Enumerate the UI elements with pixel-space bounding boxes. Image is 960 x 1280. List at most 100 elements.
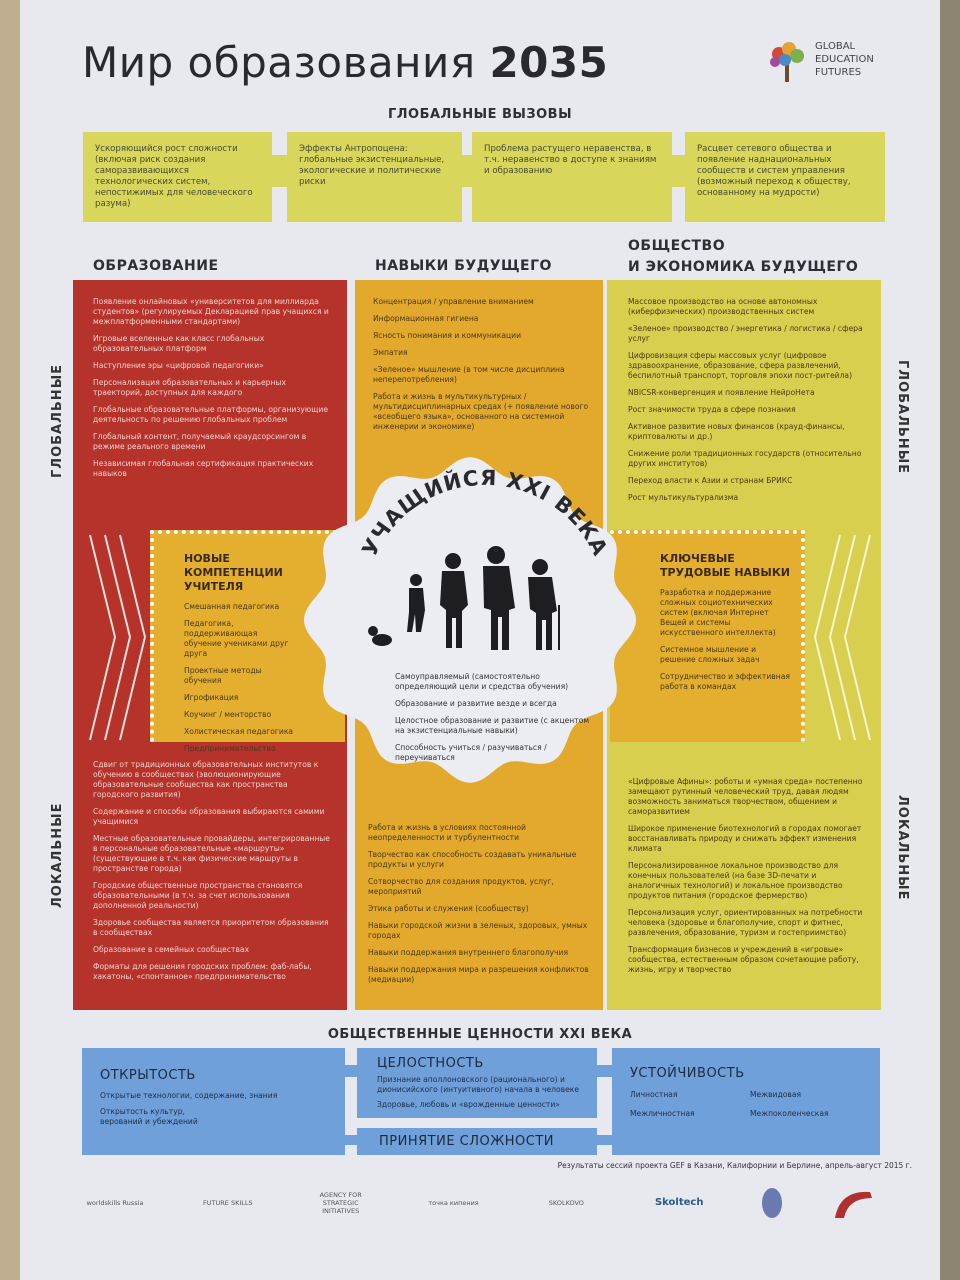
list-item: Образование и развитие везде и всегда <box>395 699 557 708</box>
list-item: Персонализированное локальное производст… <box>628 861 843 900</box>
list-item: Наступление эры «цифровой педагогики» <box>93 361 264 370</box>
challenge-card: Проблема растущего неравенства, в т.ч. н… <box>472 132 672 222</box>
challenge-card: Эффекты Антропоцена: глобальные экзистен… <box>287 132 462 222</box>
list-item: Холистическая педагогика <box>184 727 294 736</box>
education-local-list: Сдвиг от традиционных образовательных ин… <box>93 760 333 989</box>
list-item: Сдвиг от традиционных образовательных ин… <box>93 760 319 799</box>
local-label-left: ЛОКАЛЬНЫЕ <box>50 802 65 908</box>
page-title: Мир образования 2035 <box>82 38 609 87</box>
list-item: «Зеленое» мышление (в том числе дисципли… <box>373 365 565 384</box>
list-item: Городские общественные пространства стан… <box>93 881 303 910</box>
partner-logo: точка кипения <box>428 1199 479 1207</box>
sustainability-item: Межвидовая <box>750 1090 802 1099</box>
list-item: Способность учиться / разучиваться / пер… <box>395 743 547 762</box>
list-item: Смешанная педагогика <box>184 602 280 611</box>
list-item: Целостное образование и развитие (с акце… <box>395 716 590 735</box>
list-item: Рост мультикультурализма <box>628 493 739 502</box>
skills-heading: НАВЫКИ БУДУЩЕГО <box>375 258 552 274</box>
list-item: Появление онлайновых «университетов для … <box>93 297 329 326</box>
education-heading: ОБРАЗОВАНИЕ <box>93 258 219 274</box>
list-item: Образование в семейных сообществах <box>93 945 250 954</box>
sustainability-box: УСТОЙЧИВОСТЬ Личностная Межвидовая Межли… <box>612 1048 880 1155</box>
values-heading: ОБЩЕСТВЕННЫЕ ЦЕННОСТИ XXI ВЕКА <box>327 1027 633 1042</box>
global-label-left: ГЛОБАЛЬНЫЕ <box>50 363 65 478</box>
education-global-list: Появление онлайновых «университетов для … <box>93 297 333 486</box>
list-item: Этика работы и служения (сообществу) <box>368 904 529 913</box>
complexity-title: ПРИНЯТИЕ СЛОЖНОСТИ <box>379 1134 554 1149</box>
list-item: Персонализация образовательных и карьерн… <box>93 378 286 397</box>
list-item: Предпринимательство <box>184 744 276 753</box>
list-item: Местные образовательные провайдеры, инте… <box>93 834 330 873</box>
tree-icon <box>770 42 804 82</box>
list-item: Снижение роли традиционных государств (о… <box>628 449 862 468</box>
list-item: Творчество как способность создавать уни… <box>368 850 577 869</box>
list-item: Системное мышление и решение сложных зад… <box>660 645 760 664</box>
evolution-silhouettes-icon <box>368 546 560 650</box>
skills-local-list: Работа и жизнь в условиях постоянной нео… <box>368 823 593 992</box>
integrity-box: ЦЕЛОСТНОСТЬ Признание аполлоновского (ра… <box>357 1048 597 1118</box>
partner-logo: FUTURE SKILLS <box>203 1199 253 1207</box>
partner-logo: Skoltech <box>654 1197 704 1208</box>
list-item: Переход власти к Азии и странам БРИКС <box>628 476 793 485</box>
list-item: Сотворчество для создания продуктов, усл… <box>368 877 554 896</box>
list-item: Форматы для решения городских проблем: ф… <box>93 962 312 981</box>
society-local-list: «Цифровые Афины»: роботы и «умная среда»… <box>628 777 868 982</box>
list-item: Массовое производство на основе автономн… <box>628 297 818 316</box>
list-item: Работа и жизнь в мультикультурных / муль… <box>373 392 589 431</box>
list-item: Педагогика, поддерживающая обучение учен… <box>184 619 289 658</box>
global-label-right: ГЛОБАЛЬНЫЕ <box>895 360 910 475</box>
challenge-card: Ускоряющийся рост сложности (включая рис… <box>83 132 272 222</box>
integrity-title: ЦЕЛОСТНОСТЬ <box>377 1056 484 1071</box>
challenge-card: Расцвет сетевого общества и появление на… <box>685 132 885 222</box>
local-label-right: ЛОКАЛЬНЫЕ <box>895 795 910 901</box>
list-item: Здоровье сообщества является приоритетом… <box>93 918 329 937</box>
chevrons-left-icon <box>89 534 147 741</box>
sustainability-item: Личностная <box>630 1090 678 1099</box>
chevrons-right-icon <box>813 534 871 741</box>
list-item: Эмпатия <box>373 348 408 357</box>
footer-note: Результаты сессий проекта GEF в Казани, … <box>557 1161 912 1170</box>
list-item: Рост значимости труда в сфере познания <box>628 405 796 414</box>
sustainability-title: УСТОЙЧИВОСТЬ <box>630 1066 745 1081</box>
openness-item: Открытость культур, верований и убеждени… <box>100 1107 198 1126</box>
list-item: Разработка и поддержание сложных социоте… <box>660 588 776 637</box>
sustainability-item: Межличностная <box>630 1109 695 1118</box>
learner-circle: УЧАЩИЙСЯ XXI ВЕКА <box>304 457 636 783</box>
work-skills-panel: КЛЮЧЕВЫЕ ТРУДОВЫЕ НАВЫКИ Разработка и по… <box>610 530 805 742</box>
list-item: Навыки поддержания мира и разрешения кон… <box>368 965 589 984</box>
list-item: NBICSR-конвергенция и появление НейроНет… <box>628 388 815 397</box>
list-item: Коучинг / менторство <box>184 710 272 719</box>
sustainability-item: Межпоколенческая <box>750 1109 829 1118</box>
list-item: Трансформация бизнесов и учреждений в «и… <box>628 945 859 974</box>
list-item: Игрофикация <box>184 693 239 702</box>
list-item: Работа и жизнь в условиях постоянной нео… <box>368 823 526 842</box>
arch-logo-icon <box>834 1191 872 1218</box>
list-item: Персонализация услуг, ориентированных на… <box>628 908 863 937</box>
list-item: Глобальный контент, получаемый краудсорс… <box>93 432 307 451</box>
list-item: «Цифровые Афины»: роботы и «умная среда»… <box>628 777 863 816</box>
list-item: Ясность понимания и коммуникации <box>373 331 522 340</box>
society-global-list: Массовое производство на основе автономн… <box>628 297 868 510</box>
openness-item: Открытые технологии, содержание, знания <box>100 1091 278 1100</box>
list-item: Самоуправляемый (самостоятельно определя… <box>395 672 569 691</box>
list-item: Навыки городской жизни в зеленых, здоров… <box>368 921 588 940</box>
list-item: Сотрудничество и эффективная работа в ко… <box>660 672 790 691</box>
partner-logo: SKOLKOVO <box>548 1199 584 1207</box>
partner-logo: AGENCY FOR STRATEGIC INITIATIVES <box>319 1191 362 1215</box>
learner-list: Самоуправляемый (самостоятельно определя… <box>395 672 595 770</box>
list-item: Глобальные образовательные платформы, ор… <box>93 405 329 424</box>
flower-shape <box>304 457 636 783</box>
list-item: Активное развитие новых финансов (крауд-… <box>628 422 845 441</box>
list-item: Концентрация / управление вниманием <box>373 297 534 306</box>
list-item: Информационная гигиена <box>373 314 479 323</box>
complexity-box: ПРИНЯТИЕ СЛОЖНОСТИ <box>357 1128 597 1155</box>
openness-box: ОТКРЫТОСТЬ Открытые технологии, содержан… <box>82 1048 345 1155</box>
partner-logos: worldskills Russia FUTURE SKILLS AGENCY … <box>80 1183 880 1223</box>
integrity-item: Здоровье, любовь и «врожденные ценности» <box>377 1100 560 1109</box>
challenges-heading: ГЛОБАЛЬНЫЕ ВЫЗОВЫ <box>387 107 573 122</box>
openness-title: ОТКРЫТОСТЬ <box>100 1068 196 1083</box>
